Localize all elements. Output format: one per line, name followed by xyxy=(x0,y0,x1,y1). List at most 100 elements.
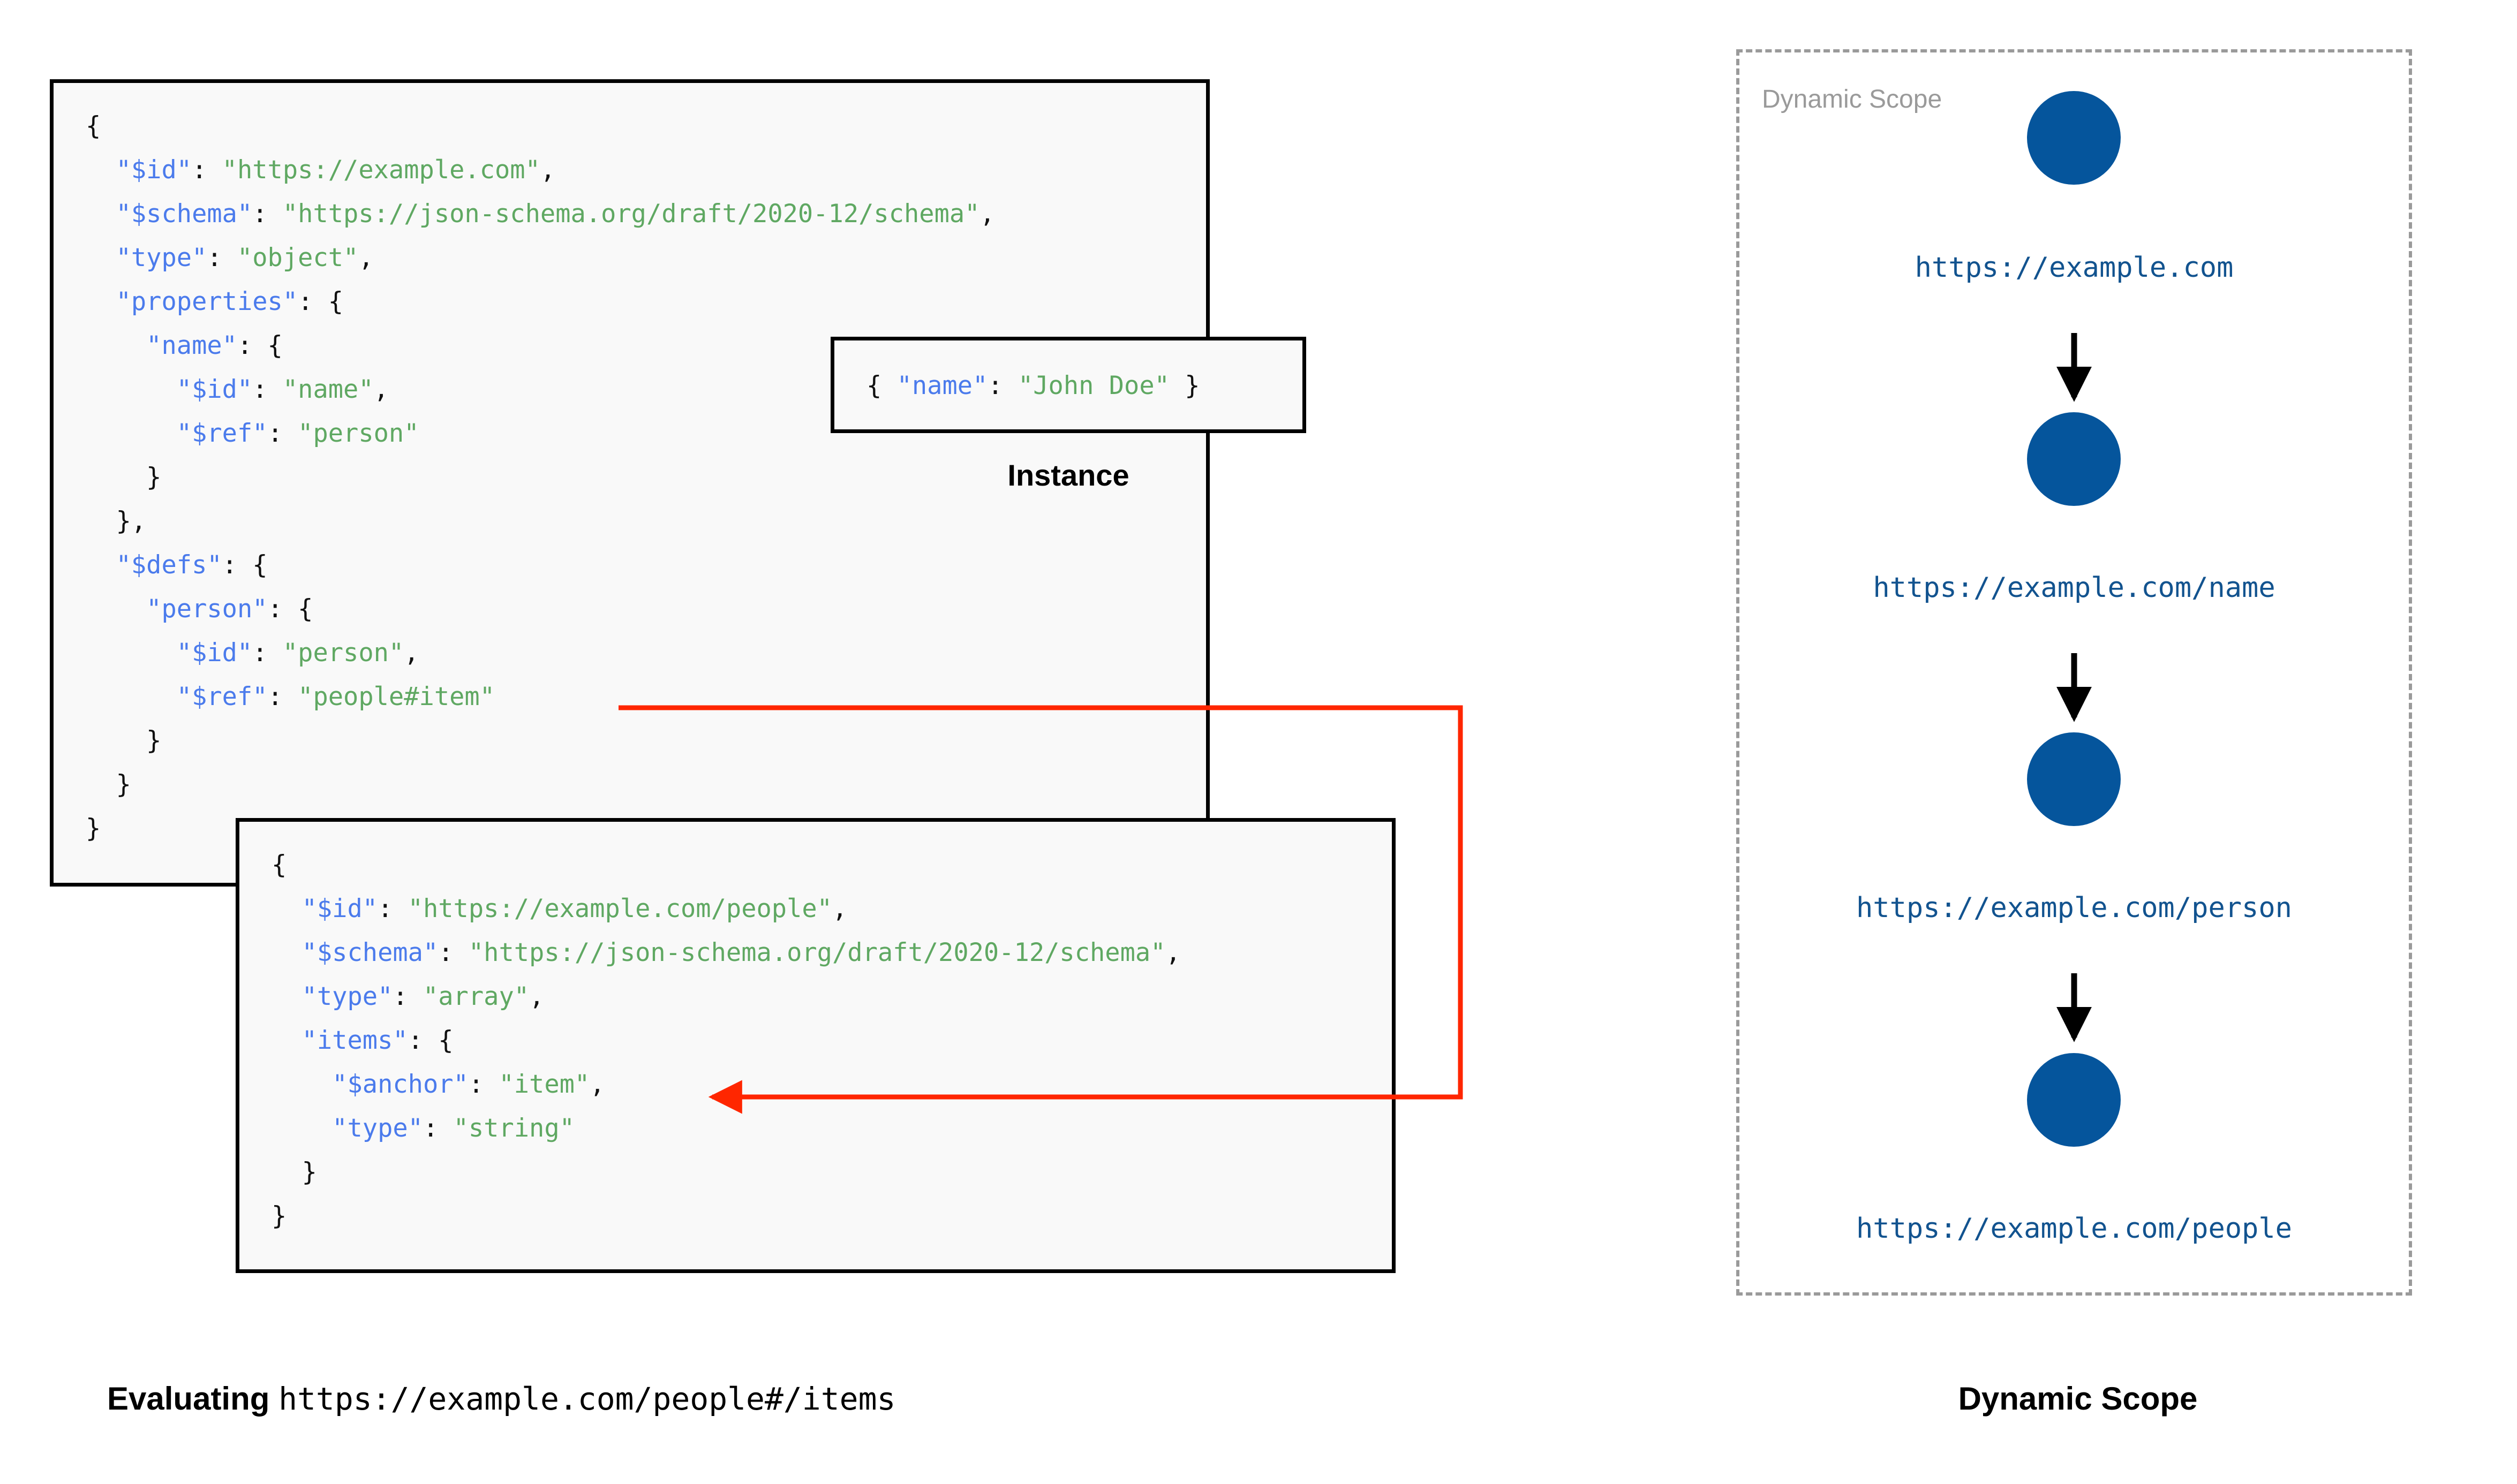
code-token: "type" xyxy=(302,982,393,1011)
code-token xyxy=(86,243,116,272)
code-token: "$schema" xyxy=(302,938,439,967)
code-token: "string" xyxy=(453,1114,575,1143)
code-token: "John Doe" xyxy=(1018,371,1170,400)
code-token xyxy=(272,894,302,923)
code-token: : xyxy=(252,638,283,668)
code-token: : xyxy=(468,1070,499,1099)
code-token: "people#item" xyxy=(298,682,495,711)
code-token: "$id" xyxy=(176,375,253,404)
scope-node-1 xyxy=(2027,412,2121,506)
code-token: "person" xyxy=(282,638,404,668)
code-token: } xyxy=(86,770,131,799)
code-token xyxy=(86,419,177,448)
code-token: : xyxy=(192,155,222,185)
code-token: "item" xyxy=(499,1070,590,1099)
code-token xyxy=(86,375,177,404)
instance-code: { "name": "John Doe" } xyxy=(866,364,1200,408)
code-token: , xyxy=(979,199,995,229)
code-token: , xyxy=(404,638,419,668)
code-token: : xyxy=(207,243,237,272)
evaluating-caption: Evaluating https://example.com/people#/i… xyxy=(107,1380,895,1417)
code-token: "https://json-schema.org/draft/2020-12/s… xyxy=(282,199,980,229)
code-token: } xyxy=(272,1201,287,1231)
code-token: : xyxy=(393,982,423,1011)
scope-node-3 xyxy=(2027,1053,2121,1147)
instance-box: { "name": "John Doe" } xyxy=(831,337,1306,433)
code-token: : xyxy=(267,682,298,711)
code-token: : { xyxy=(267,594,313,624)
scope-node-label-2: https://example.com/person xyxy=(1856,892,2292,924)
code-token: { xyxy=(86,111,101,141)
instance-label: Instance xyxy=(1007,458,1129,492)
code-token xyxy=(272,982,302,1011)
code-token: } xyxy=(1169,371,1200,400)
code-token: "person" xyxy=(298,419,419,448)
code-token: "properties" xyxy=(116,287,298,316)
code-token: "$id" xyxy=(176,638,253,668)
code-token: "type" xyxy=(116,243,207,272)
code-token xyxy=(272,1026,302,1055)
code-token: , xyxy=(832,894,848,923)
code-token: , xyxy=(540,155,556,185)
code-token: "items" xyxy=(302,1026,408,1055)
code-token: "name" xyxy=(282,375,374,404)
people-schema-code: { "$id": "https://example.com/people", "… xyxy=(272,843,1181,1238)
code-token xyxy=(86,682,177,711)
scope-node-label-3: https://example.com/people xyxy=(1856,1213,2292,1245)
scope-node-0 xyxy=(2027,91,2121,185)
code-token: "https://json-schema.org/draft/2020-12/s… xyxy=(468,938,1166,967)
code-token: , xyxy=(373,375,389,404)
code-token: "person" xyxy=(146,594,268,624)
code-token: } xyxy=(86,726,162,755)
code-token: : xyxy=(438,938,469,967)
code-token: : xyxy=(378,894,408,923)
code-token: "$ref" xyxy=(176,682,268,711)
code-token: "https://example.com" xyxy=(222,155,540,185)
scope-node-label-0: https://example.com xyxy=(1915,252,2234,284)
code-token: : { xyxy=(237,331,283,360)
scope-node-2 xyxy=(2027,732,2121,826)
code-token: } xyxy=(272,1157,317,1187)
code-token: "$anchor" xyxy=(332,1070,469,1099)
evaluating-caption-prefix: Evaluating xyxy=(107,1381,279,1417)
code-token: : xyxy=(267,419,298,448)
people-schema-box: { "$id": "https://example.com/people", "… xyxy=(236,818,1396,1273)
code-token: "type" xyxy=(332,1114,423,1143)
code-token: "name" xyxy=(896,371,988,400)
code-token: "$id" xyxy=(302,894,378,923)
code-token: "$id" xyxy=(116,155,192,185)
code-token: "name" xyxy=(146,331,237,360)
root-schema-code: { "$id": "https://example.com", "$schema… xyxy=(86,104,995,851)
code-token xyxy=(86,550,116,580)
code-token: "$defs" xyxy=(116,550,222,580)
code-token xyxy=(86,155,116,185)
code-token xyxy=(272,1070,332,1099)
code-token xyxy=(86,287,116,316)
code-token: } xyxy=(86,463,162,492)
dynamic-scope-caption: Dynamic Scope xyxy=(1958,1381,2198,1417)
evaluating-caption-uri: https://example.com/people#/items xyxy=(278,1381,896,1417)
code-token: : { xyxy=(298,287,344,316)
scope-node-label-1: https://example.com/name xyxy=(1873,572,2275,604)
code-token: : xyxy=(988,371,1018,400)
code-token: "$schema" xyxy=(116,199,253,229)
code-token xyxy=(86,199,116,229)
code-token xyxy=(272,1114,332,1143)
code-token: }, xyxy=(86,506,147,536)
code-token: : xyxy=(252,199,283,229)
code-token: { xyxy=(866,371,897,400)
code-token: , xyxy=(529,982,545,1011)
code-token: : { xyxy=(222,550,268,580)
code-token: "https://example.com/people" xyxy=(408,894,832,923)
code-token: } xyxy=(86,814,101,843)
code-token: , xyxy=(358,243,374,272)
scope-flow-arrows xyxy=(2056,333,2092,1042)
dynamic-scope-panel-title: Dynamic Scope xyxy=(1762,85,1942,113)
code-token xyxy=(272,938,302,967)
code-token xyxy=(86,594,146,624)
code-token: { xyxy=(272,850,287,880)
code-token: "object" xyxy=(237,243,359,272)
code-token: , xyxy=(1165,938,1181,967)
code-token: "$ref" xyxy=(176,419,268,448)
